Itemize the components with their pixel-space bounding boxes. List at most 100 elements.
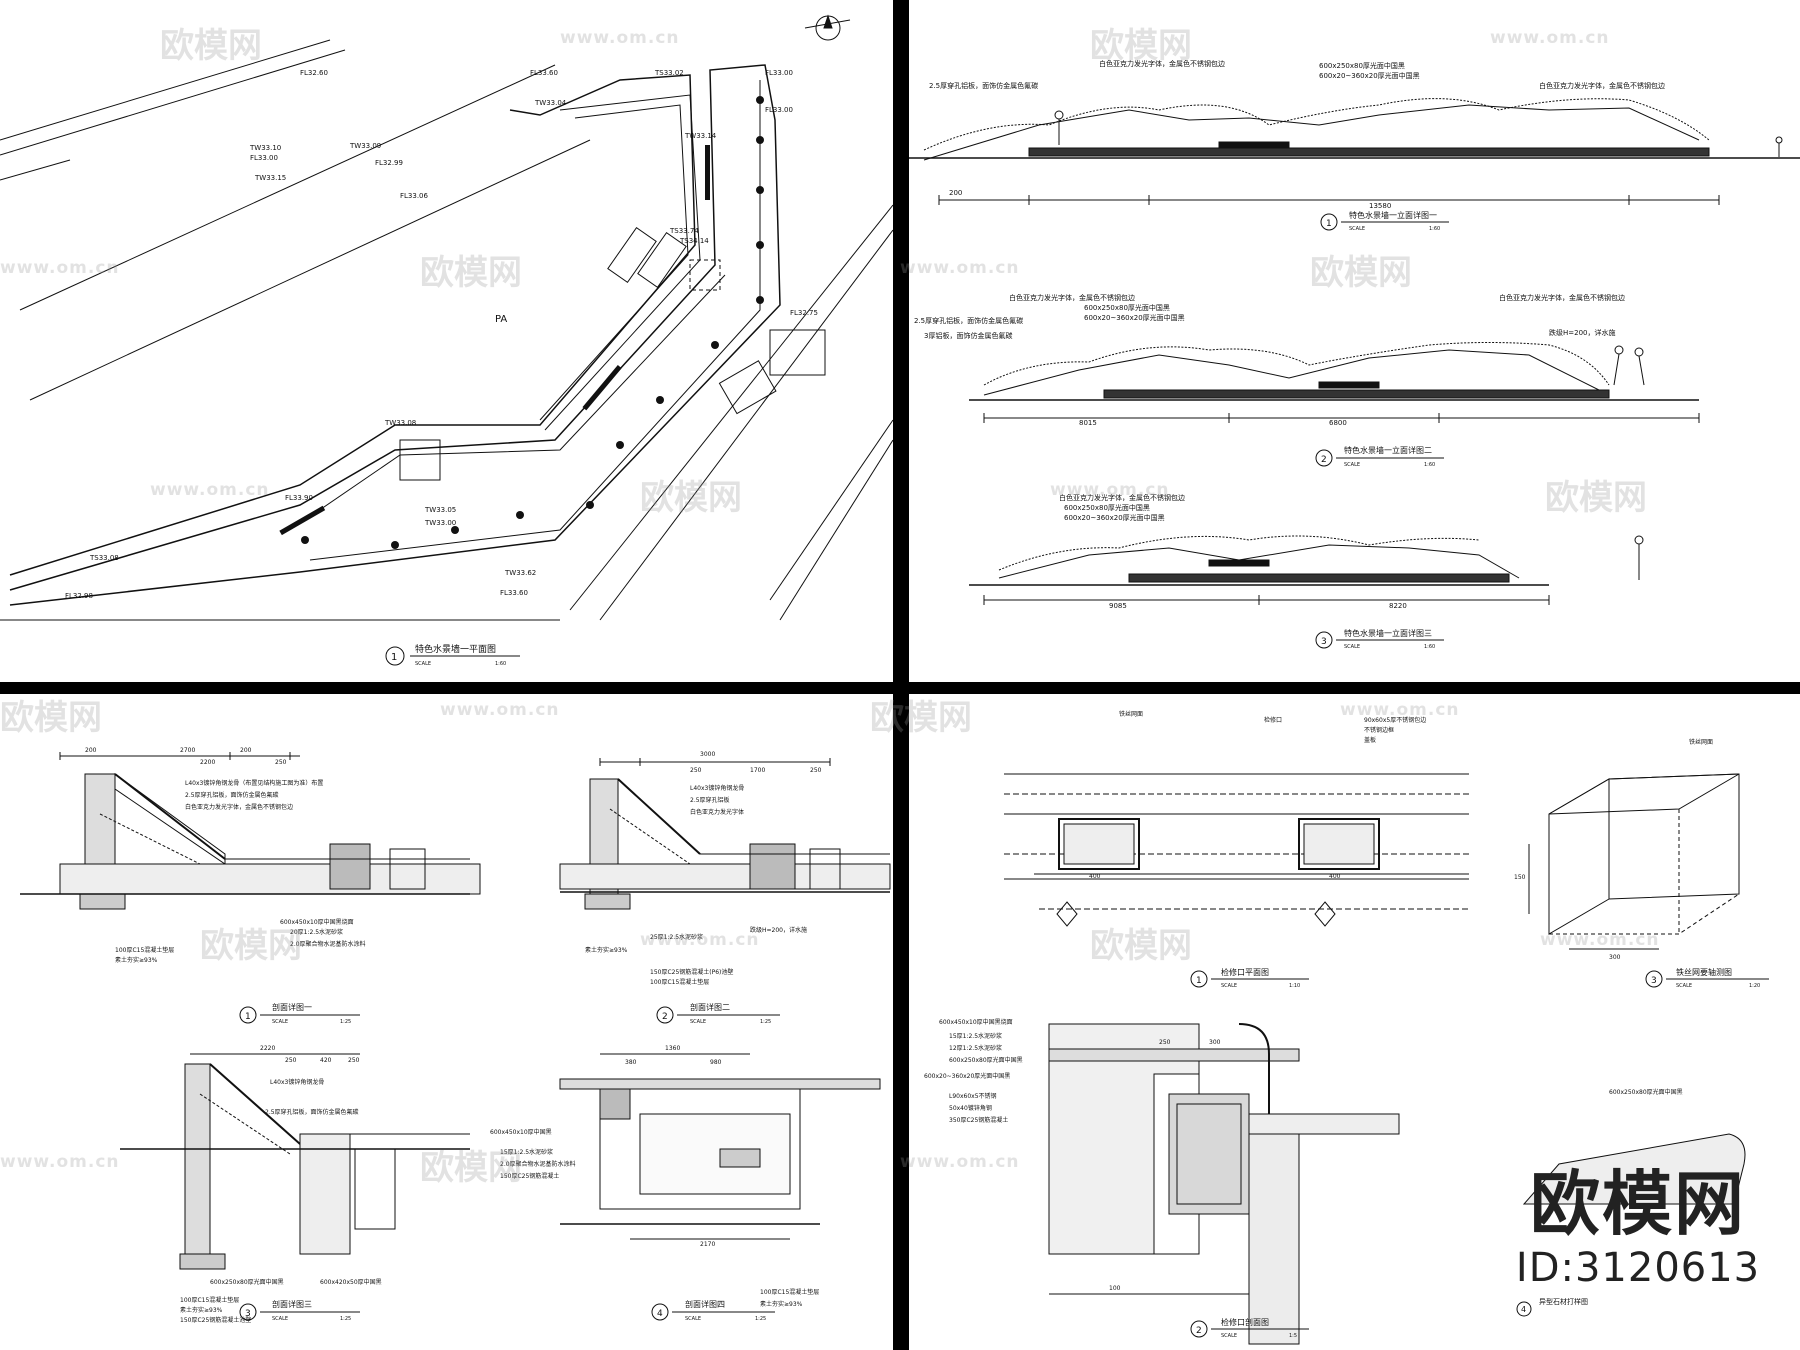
svg-text:90x60x5厚不锈钢包边: 90x60x5厚不锈钢包边 (1364, 716, 1426, 724)
detail-3-title: 3 铁丝网要轴测图 SCALE 1:20 (1645, 967, 1769, 989)
svg-text:FL33.90: FL33.90 (285, 494, 313, 502)
svg-text:SCALE: SCALE (272, 1316, 288, 1322)
svg-text:FL33.60: FL33.60 (500, 589, 528, 597)
svg-text:盖板: 盖板 (1364, 736, 1376, 744)
svg-text:L90x60x5不锈钢: L90x60x5不锈钢 (949, 1092, 997, 1100)
svg-text:FL33.06: FL33.06 (400, 192, 429, 200)
elevation-1-title: 1 特色水景墙一立面详图一 SCALE 1:60 (1320, 210, 1449, 232)
svg-text:不锈钢边框: 不锈钢边框 (1364, 726, 1394, 734)
svg-text:特色水景墙一立面详图三: 特色水景墙一立面详图三 (1344, 628, 1432, 638)
svg-text:TW33.09: TW33.09 (349, 142, 381, 150)
svg-text:3: 3 (245, 1309, 251, 1319)
svg-text:1700: 1700 (750, 767, 765, 774)
svg-text:特色水景墙一平面图: 特色水景墙一平面图 (415, 643, 496, 655)
svg-text:600x20~360x20厚光面中国黑: 600x20~360x20厚光面中国黑 (1064, 513, 1165, 522)
section-1 (20, 752, 481, 910)
elevation-3-title: 3 特色水景墙一立面详图三 SCALE 1:60 (1315, 628, 1444, 650)
svg-text:SCALE: SCALE (1221, 983, 1237, 989)
svg-text:600x250x80厚光面中国黑: 600x250x80厚光面中国黑 (1064, 503, 1150, 512)
svg-text:6800: 6800 (1329, 419, 1347, 427)
svg-text:4: 4 (657, 1309, 663, 1319)
svg-text:FL32.99: FL32.99 (375, 159, 403, 167)
elevation-drawings: 200 13580 2.5厚穿孔铝板，面饰仿金属色氟碳 白色亚克力发光字体，金属… (909, 59, 1800, 650)
plan-title-block: 1 特色水景墙一平面图 SCALE 1:60 (385, 643, 520, 667)
svg-text:TW33.05: TW33.05 (424, 506, 456, 514)
svg-text:FL32.75: FL32.75 (790, 309, 818, 317)
svg-text:20厚1:2.5水泥砂浆: 20厚1:2.5水泥砂浆 (290, 928, 343, 936)
svg-text:特色水景墙一立面详图二: 特色水景墙一立面详图二 (1344, 445, 1432, 455)
section-sheet: 200 2700 2200 250 200 L40x3镀锌角钢龙骨（布置见结构施… (0, 694, 893, 1350)
svg-text:1:25: 1:25 (340, 1019, 351, 1025)
svg-text:TS33.02: TS33.02 (654, 69, 684, 77)
svg-text:1:60: 1:60 (495, 661, 506, 667)
svg-text:3厚铝板，面饰仿金属色氟碳: 3厚铝板，面饰仿金属色氟碳 (924, 331, 1012, 340)
detail-drawings: 400 400 铁丝网面 90x60x5厚不锈钢包边 不锈钢边框 盖板 检修口 … (924, 710, 1769, 1345)
svg-text:1:25: 1:25 (760, 1019, 771, 1025)
svg-text:剖面详图一: 剖面详图一 (272, 1002, 312, 1012)
detail-2 (1048, 1023, 1400, 1345)
svg-text:600x20~360x20厚光面中国黑: 600x20~360x20厚光面中国黑 (924, 1072, 1010, 1080)
svg-text:2: 2 (662, 1012, 668, 1022)
svg-text:跌级H=200，详水施: 跌级H=200，详水施 (1549, 328, 1616, 337)
svg-text:素土夯实≥93%: 素土夯实≥93% (760, 1300, 803, 1308)
svg-text:TW33.00: TW33.00 (424, 519, 456, 527)
svg-text:350厚C25钢筋混凝土: 350厚C25钢筋混凝土 (949, 1116, 1008, 1124)
svg-text:铁丝网要轴测图: 铁丝网要轴测图 (1676, 967, 1732, 977)
svg-text:200: 200 (949, 189, 962, 197)
svg-text:600x20~360x20厚光面中国黑: 600x20~360x20厚光面中国黑 (1084, 313, 1185, 322)
svg-text:1: 1 (1326, 219, 1332, 229)
svg-text:素土夯实≥93%: 素土夯实≥93% (115, 956, 158, 964)
svg-text:TS33.74: TS33.74 (669, 227, 699, 235)
svg-text:素土夯实≥93%: 素土夯实≥93% (585, 946, 628, 954)
svg-text:白色亚克力发光字体，金属色不锈钢包边: 白色亚克力发光字体，金属色不锈钢包边 (1539, 81, 1665, 90)
svg-text:2.0厚聚合物水泥基防水涂料: 2.0厚聚合物水泥基防水涂料 (500, 1160, 576, 1168)
svg-text:1:60: 1:60 (1429, 226, 1440, 232)
svg-text:FL33.00: FL33.00 (765, 106, 793, 114)
svg-text:600x250x80厚光面中国黑: 600x250x80厚光面中国黑 (1084, 303, 1170, 312)
svg-text:1360: 1360 (665, 1045, 680, 1052)
elevation-2-title: 2 特色水景墙一立面详图二 SCALE 1:60 (1315, 445, 1444, 468)
svg-text:150厚C25钢筋混凝土池壁: 150厚C25钢筋混凝土池壁 (180, 1316, 251, 1324)
svg-text:250: 250 (1159, 1039, 1171, 1046)
svg-text:200: 200 (240, 747, 252, 754)
svg-text:白色亚克力发光字体，金属色不锈钢包边: 白色亚克力发光字体，金属色不锈钢包边 (1009, 293, 1135, 302)
svg-text:FL33.60: FL33.60 (530, 69, 558, 77)
elevation-2 (969, 342, 1700, 423)
svg-text:50x40镀锌角钢: 50x40镀锌角钢 (949, 1104, 992, 1112)
svg-text:SCALE: SCALE (1344, 462, 1360, 468)
svg-text:L40x3镀锌角钢龙骨: L40x3镀锌角钢龙骨 (690, 784, 744, 792)
svg-text:2.5厚穿孔铝板，面饰仿金属色氟碳: 2.5厚穿孔铝板，面饰仿金属色氟碳 (265, 1108, 359, 1116)
svg-text:300: 300 (1609, 954, 1621, 961)
svg-text:TW33.62: TW33.62 (504, 569, 536, 577)
detail-1 (1004, 773, 1469, 927)
svg-text:2170: 2170 (700, 1241, 715, 1248)
svg-text:250: 250 (690, 767, 702, 774)
svg-text:TW33.08: TW33.08 (384, 419, 416, 427)
svg-text:SCALE: SCALE (685, 1316, 701, 1322)
svg-text:剖面详图四: 剖面详图四 (685, 1299, 725, 1309)
svg-text:200: 200 (85, 747, 97, 754)
svg-text:15厚1:2.5水泥砂浆: 15厚1:2.5水泥砂浆 (949, 1032, 1002, 1040)
svg-text:3: 3 (1651, 976, 1657, 986)
svg-text:15厚1:2.5水泥砂浆: 15厚1:2.5水泥砂浆 (500, 1148, 553, 1156)
svg-text:12厚1:2.5水泥砂浆: 12厚1:2.5水泥砂浆 (949, 1044, 1002, 1052)
svg-text:SCALE: SCALE (415, 661, 431, 667)
svg-text:150厚C25钢筋混凝土(P6)池壁: 150厚C25钢筋混凝土(P6)池壁 (650, 968, 733, 976)
svg-text:检修口: 检修口 (1264, 716, 1282, 724)
svg-text:白色亚克力发光字体，金属色不锈钢包边: 白色亚克力发光字体，金属色不锈钢包边 (1499, 293, 1625, 302)
svg-text:TW33.14: TW33.14 (684, 132, 717, 140)
section-2 (559, 758, 891, 910)
detail-4 (1522, 1133, 1746, 1205)
section-3-title: 3 剖面详图三 SCALE 1:25 (239, 1299, 360, 1322)
svg-text:600x450x10厚中国黑: 600x450x10厚中国黑 (490, 1128, 552, 1136)
svg-text:SCALE: SCALE (1344, 644, 1360, 650)
svg-text:白色亚克力发光字体，金属色不锈钢包边: 白色亚克力发光字体，金属色不锈钢包边 (1059, 493, 1185, 502)
svg-text:9085: 9085 (1109, 602, 1127, 610)
svg-text:100厚C15混凝土垫层: 100厚C15混凝土垫层 (115, 946, 174, 954)
svg-text:跌级H=200，详水施: 跌级H=200，详水施 (750, 926, 807, 934)
svg-text:白色亚克力发光字体，金属色不锈钢包边: 白色亚克力发光字体，金属色不锈钢包边 (185, 803, 293, 811)
svg-text:300: 300 (1209, 1039, 1221, 1046)
svg-text:2700: 2700 (180, 747, 195, 754)
svg-text:250: 250 (285, 1057, 297, 1064)
svg-text:600x450x10厚中国黑烧面: 600x450x10厚中国黑烧面 (280, 918, 354, 926)
